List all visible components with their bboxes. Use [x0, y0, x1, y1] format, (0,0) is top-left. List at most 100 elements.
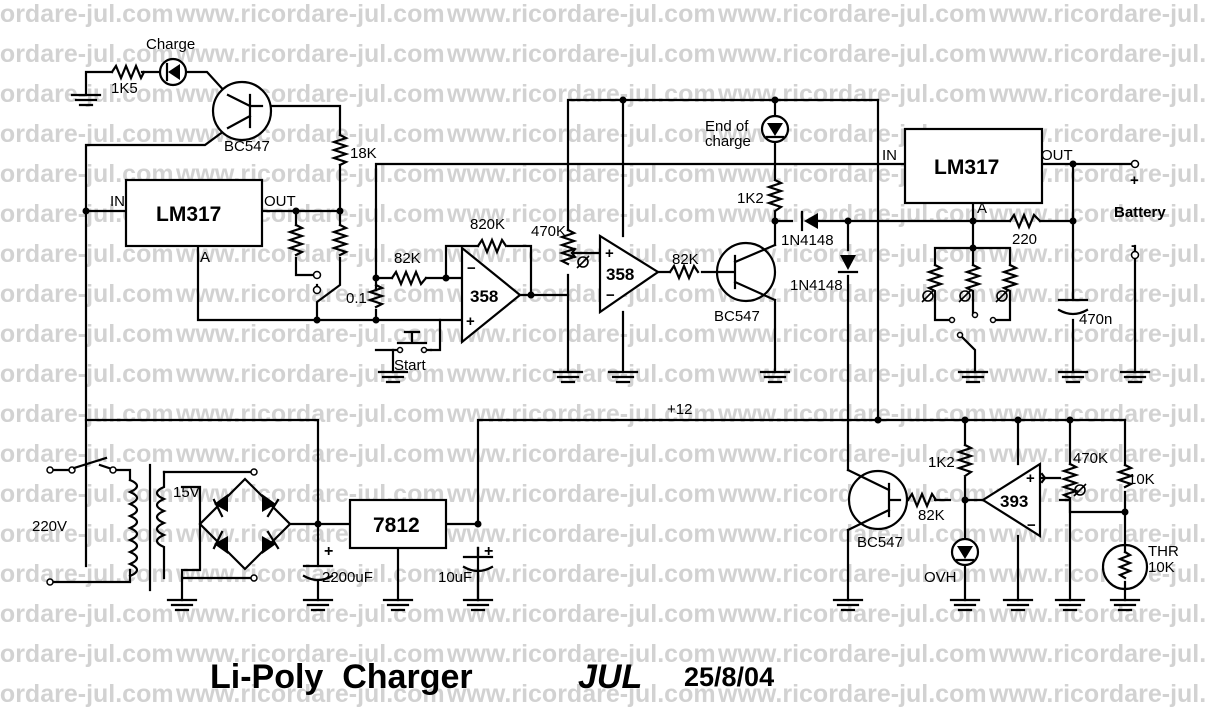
label-12v-rail: +12: [667, 401, 692, 418]
junction-dot: [313, 316, 321, 324]
junction-dot: [372, 316, 380, 324]
op2-plus: +: [605, 245, 614, 262]
pin-in-a: IN: [110, 193, 125, 210]
lm317-b-body: [903, 127, 1044, 205]
label-1n4148-b: 1N4148: [790, 277, 843, 294]
label-battery-plus: +: [1130, 172, 1139, 189]
label-220: 220: [1012, 231, 1037, 248]
ground-icon: [759, 370, 791, 384]
label-thr: THR: [1148, 543, 1179, 560]
label-thr-10k: 10K: [1148, 559, 1175, 576]
capacitor-2200uf: [302, 564, 334, 582]
resistor-1k5: [110, 63, 146, 81]
pin-adj-a: A: [200, 249, 210, 266]
resistor-18k: [330, 133, 350, 167]
comp-minus: −: [1027, 517, 1036, 534]
label-q2: BC547: [714, 308, 760, 325]
resistor-220: [1008, 212, 1042, 230]
thermistor-thr: [1101, 543, 1149, 591]
ground-icon: [462, 598, 494, 612]
ground-icon: [832, 598, 864, 612]
author-signature: JUL: [578, 658, 642, 696]
start-pushbutton[interactable]: [391, 330, 433, 354]
junction-dot: [314, 520, 322, 528]
date: 25/8/04: [684, 662, 774, 692]
chip-358-a: 358: [470, 287, 498, 306]
label-10uf: 10uF: [438, 569, 472, 586]
label-820k: 820K: [470, 216, 505, 233]
junction-dot: [969, 244, 977, 252]
junction-dot: [527, 291, 535, 299]
label-15v: 15V: [173, 484, 200, 501]
labels: Charge 1K5 BC547 18K IN LM317 OUT A 820K…: [32, 36, 1179, 696]
ground-icon: [1054, 598, 1086, 612]
label-charge: Charge: [146, 36, 195, 53]
label-82k-b: 82K: [672, 251, 699, 268]
pin-in-b: IN: [882, 147, 897, 164]
junction-dot: [292, 207, 300, 215]
junction-dot: [961, 416, 969, 424]
trimmer-array[interactable]: [921, 263, 1020, 339]
label-q1: BC547: [224, 138, 270, 155]
diode-1n4148-a: [800, 210, 818, 232]
ground-icon: [957, 370, 989, 384]
ground-icon: [552, 370, 584, 384]
op1-plus: +: [466, 313, 475, 330]
pin-adj-b: A: [977, 200, 987, 217]
junction-dot: [1069, 160, 1077, 168]
resistor-82k-c: [906, 491, 938, 509]
cap-2200-plus: +: [324, 543, 333, 560]
junction-dot: [82, 207, 90, 215]
label-1k2-a: 1K2: [737, 190, 764, 207]
resistor-82k-b: [668, 263, 700, 281]
mains-switch[interactable]: [46, 456, 117, 586]
potentiometer-470k-b[interactable]: [1040, 462, 1087, 500]
transistor-q2: [715, 241, 777, 303]
junction-dot: [1121, 508, 1129, 516]
resistor-10k: [1115, 463, 1135, 489]
label-1k2-b: 1K2: [928, 454, 955, 471]
junction-dot: [874, 416, 882, 424]
junction-dot: [961, 496, 969, 504]
ground-symbols: [70, 93, 1151, 612]
junction-dot: [771, 217, 779, 225]
label-battery-minus: -: [1131, 237, 1136, 254]
cap-10u-plus: +: [484, 543, 493, 560]
opamp-358-b: [598, 234, 661, 315]
opamp-358-a: [460, 245, 522, 345]
comp-plus: +: [1026, 470, 1035, 487]
charge-led: [158, 57, 188, 87]
battery-plus-terminal[interactable]: [1130, 159, 1140, 169]
diode-1n4148-b: [837, 255, 859, 274]
transistor-q1: [211, 80, 273, 142]
junction-dot: [969, 217, 977, 225]
junction-dot: [1066, 416, 1074, 424]
chip-358-b: 358: [606, 265, 634, 284]
regulator-7812-body: [348, 498, 448, 550]
wires: [48, 70, 1137, 602]
transformer: [127, 463, 167, 592]
junction-dot: [1014, 416, 1022, 424]
resistor-limit-b: [330, 223, 350, 257]
pin-out-a: OUT: [264, 193, 296, 210]
ground-icon: [70, 93, 102, 107]
bridge-rectifier: [198, 468, 292, 582]
junction-dots: [82, 96, 1129, 528]
resistor-820k: [476, 237, 508, 255]
ground-icon: [382, 598, 414, 612]
label-1k5: 1K5: [111, 80, 138, 97]
resistor-1k2-a: [765, 178, 785, 213]
op1-minus: −: [467, 260, 476, 277]
op2-minus: −: [606, 287, 615, 304]
junction-dot: [619, 96, 627, 104]
ground-icon: [1057, 370, 1089, 384]
label-2200uf: 2200uF: [322, 569, 373, 586]
ground-icon: [377, 370, 409, 384]
ground-icon: [1002, 598, 1034, 612]
ground-icon: [607, 370, 639, 384]
chip-lm317-a: LM317: [156, 203, 221, 226]
potentiometer-470k-a[interactable]: [558, 228, 590, 269]
battery-minus-terminal[interactable]: [1130, 250, 1140, 260]
resistor-0-1: [366, 283, 386, 309]
